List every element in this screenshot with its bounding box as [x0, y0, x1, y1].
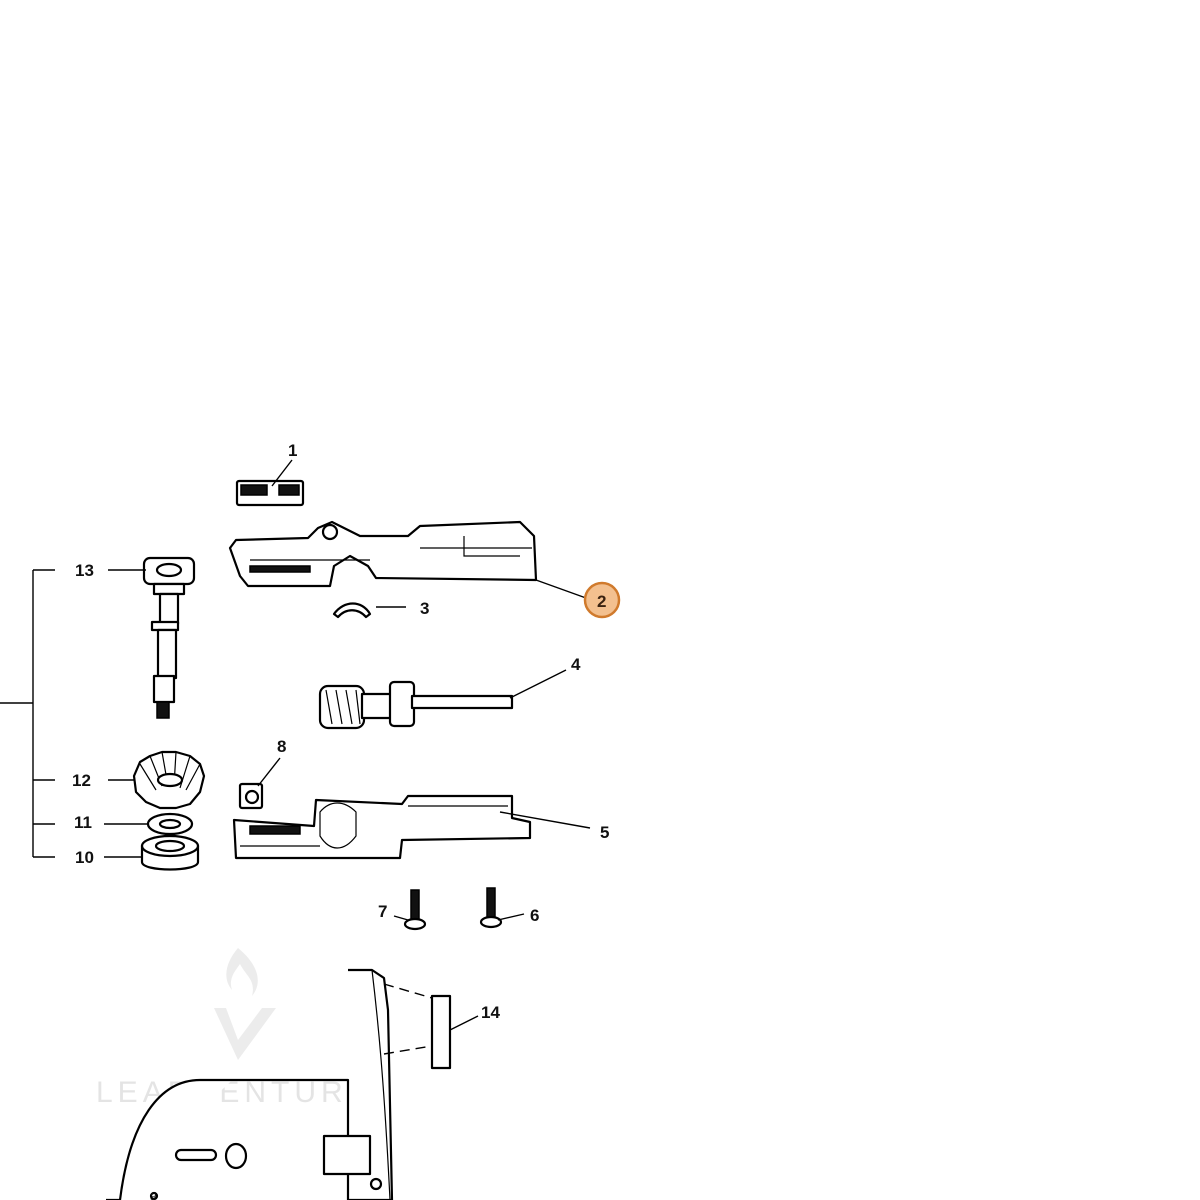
callout-12[interactable]: 12: [72, 771, 91, 790]
part-6-screw: [479, 887, 525, 929]
callout-11[interactable]: 11: [74, 813, 92, 832]
callout-10[interactable]: 10: [75, 848, 94, 867]
part-2-upper-housing: [228, 520, 587, 599]
callout-9[interactable]: 9: [150, 1191, 156, 1200]
main-cover-plate: [106, 968, 394, 1200]
part-8-nut: [238, 757, 281, 810]
part-3-arc-washer: [332, 602, 406, 619]
part-10-bearing: [104, 834, 200, 871]
callout-7[interactable]: 7: [378, 902, 387, 921]
watermark-logo: LEADVENTURE: [96, 948, 373, 1109]
callout-13[interactable]: 13: [75, 561, 94, 580]
callout-5[interactable]: 5: [600, 823, 609, 842]
part-5-lower-housing: [232, 794, 591, 860]
assembly-bracket: [0, 569, 55, 858]
callout-14[interactable]: 14: [481, 1003, 500, 1022]
callout-2[interactable]: 2: [597, 592, 606, 611]
callout-1[interactable]: 1: [288, 441, 297, 460]
callout-2-highlight[interactable]: 2: [583, 581, 621, 619]
part-13-spindle: [108, 556, 196, 719]
callout-6[interactable]: 6: [530, 906, 539, 925]
part-14-label: [383, 983, 479, 1070]
part-4-drive-shaft: [318, 669, 567, 730]
part-11-washer: [104, 812, 194, 836]
part-1-clip: [235, 459, 305, 507]
callout-4[interactable]: 4: [571, 655, 581, 674]
part-7-screw: [393, 889, 427, 931]
part-12-bevel-gear: [108, 750, 206, 810]
callout-3[interactable]: 3: [420, 599, 429, 618]
watermark-text: LEADVENTURE: [96, 1076, 373, 1109]
callout-8[interactable]: 8: [277, 737, 286, 756]
